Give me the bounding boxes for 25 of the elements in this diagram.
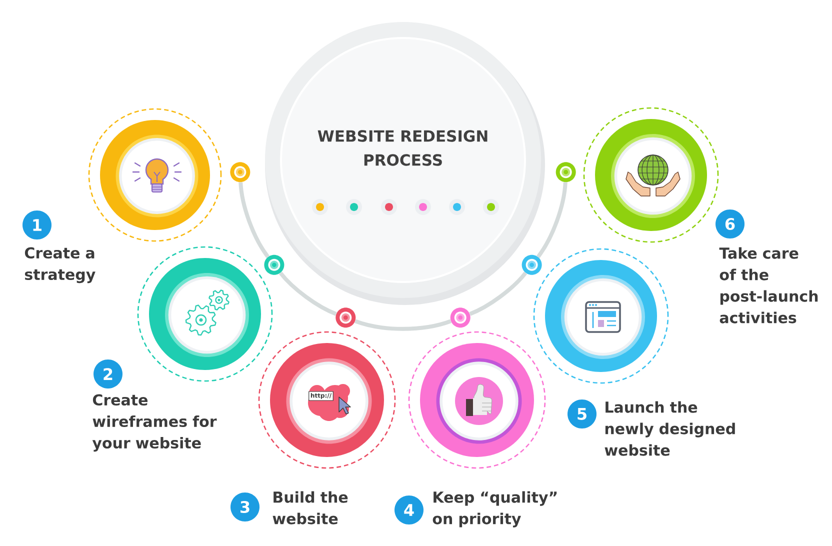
number-badge: 3 (230, 492, 260, 522)
step-label: Create a strategy (24, 247, 96, 284)
step-label: Keep “quality” on priority (432, 491, 557, 528)
arc-line (469, 272, 528, 316)
arc-line (278, 272, 337, 316)
ring-marker (450, 308, 470, 328)
arc-line (536, 182, 568, 258)
step-label: Take care of the post-launch activities (719, 247, 818, 324)
ring-marker (556, 162, 576, 182)
step-label: Build the website (272, 491, 348, 524)
ring-marker (522, 254, 542, 275)
number-badge: 6 (716, 210, 744, 238)
step-label: Create wireframes for your website (92, 394, 217, 452)
number-badge: 5 (568, 400, 596, 428)
step-label: Launch the newly designed website (604, 401, 735, 456)
ring-marker (230, 162, 250, 182)
arc-line (354, 319, 452, 331)
ring-marker (264, 254, 284, 275)
step-circle (88, 108, 222, 242)
ring-marker (336, 308, 356, 328)
number-badge: 2 (94, 360, 122, 388)
arc-line (238, 182, 270, 258)
number-badge: 1 (22, 210, 52, 240)
number-badge: 4 (394, 496, 424, 524)
step-circle (137, 246, 273, 382)
